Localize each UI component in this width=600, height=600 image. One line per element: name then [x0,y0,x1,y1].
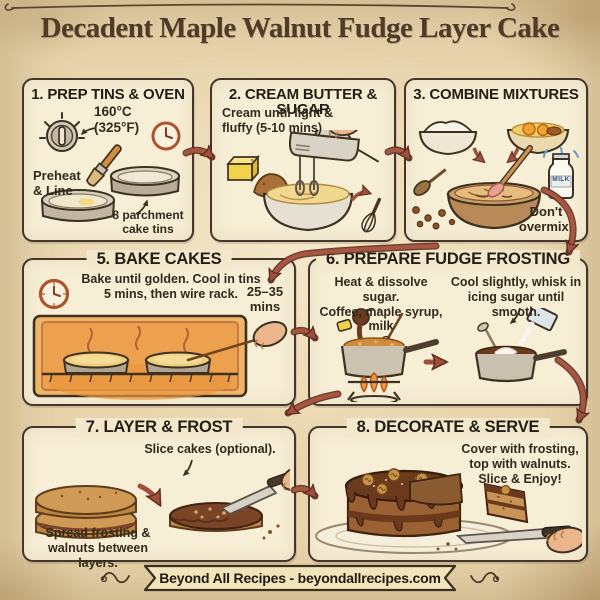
step-title: 5. BAKE CAKES [86,250,232,270]
decorate-note: Cover with frosting, top with walnuts. S… [461,442,579,486]
burner-flame [347,372,401,402]
stacked-cake-layers [35,485,137,539]
panel-prepare-fudge-frosting: 6. PREPARE FUDGE FROSTING Heat & dissolv… [308,250,588,406]
preheat-label: Preheat & Line [33,168,81,199]
cake-tin-in-oven-2 [144,351,212,374]
panel-cream-butter-sugar: 2. CREAM BUTTER & SUGAR Cream until ligh… [210,78,396,242]
tester-hand [186,320,288,362]
combine-illustration [412,120,579,230]
hand [546,526,582,554]
batter-bowl [446,145,542,230]
footer-ribbon: Beyond All Recipes - beyondallrecipes.co… [143,564,457,592]
frosting-note-right: Cool slightly, whisk in icing sugar unti… [450,275,582,319]
cut-notch [409,472,463,506]
hand [280,464,290,492]
hand [328,130,361,139]
step-title: 3. COMBINE MIXTURES [413,86,579,103]
step-title: 8. DECORATE & SERVE [346,418,550,438]
panel-prep-tins-oven: 1. PREP TINS & OVEN [22,78,194,242]
measuring-cup [526,308,558,332]
step-title: 1. PREP TINS & OVEN [31,86,185,103]
oven-dial-icon [39,112,85,152]
mixing-bowl [262,183,354,232]
butter-cube [226,154,260,183]
panel-combine-mixtures: 3. COMBINE MIXTURES [404,78,588,242]
cake-tin-in-oven-1 [62,351,130,374]
temp-label: 160°C (325°F) [94,104,140,135]
overmix-note: Don't overmix! [518,204,574,235]
saucepan-heat [336,308,439,402]
cream-note: Cream until light & fluffy (5-10 mins) [222,106,334,135]
cake-slice [483,482,529,524]
footer-flourish-left [100,571,130,584]
cream-illustration [226,130,382,233]
frosted-layer [169,464,290,540]
panel-layer-frost: 7. LAYER & FROST Slice cakes (optional).… [22,418,296,570]
egg-bowl [506,122,570,155]
spatula-head [487,182,505,198]
cake-tin-back [110,166,180,197]
frosting-illustration [336,308,567,402]
tins-label: 8 parchment cake tins [112,208,184,237]
clock-icon [151,121,181,151]
frosting-note-left: Heat & dissolve sugar. Coffee, maple syr… [319,275,443,334]
page-title: Decadent Maple Walnut Fudge Layer Cake [40,12,560,44]
step-title: 6. PREPARE FUDGE FROSTING [315,250,581,270]
spread-note: Spread frosting & walnuts between layers… [45,526,151,570]
finished-cake-illustration [315,468,582,554]
brand-text: Beyond All Recipes - beyondallrecipes.co… [159,570,441,586]
milk-label: MILK [552,176,570,183]
step-title: 7. LAYER & FROST [75,418,243,438]
footer-flourish-right [470,571,500,584]
milk-bottle-icon [543,147,579,199]
panel-bake-cakes: 5. BAKE CAKES Bake until golden. Cool in… [22,250,296,406]
heat-squiggles [87,325,189,353]
layer-cake [344,468,464,538]
whisk-icon [361,197,382,233]
layer-illustration [35,459,290,540]
palette-knife [220,471,290,516]
beaters [295,156,319,196]
whisk [385,312,404,342]
pastry-brush [85,144,122,187]
hand-mixer-illustration [288,130,380,163]
footer: Beyond All Recipes - beyondallrecipes.co… [0,564,600,592]
clock-icon [38,278,70,310]
slice-note: Slice cakes (optional). [144,442,276,456]
flour-bowl [418,120,478,156]
saucepan-icing [474,308,567,383]
bake-note: Bake until golden. Cool in tins 5 mins, … [81,272,261,301]
oven-illustration [32,314,288,400]
time-label: 25–35 mins [246,284,284,315]
cake-tin-front [41,189,115,222]
panel-decorate-serve: 8. DECORATE & SERVE Cover with frosting,… [308,418,588,562]
prep-tins-illustration [39,112,181,222]
walnut-spoon [412,168,456,230]
step-title: 2. CREAM BUTTER & SUGAR [228,86,378,118]
